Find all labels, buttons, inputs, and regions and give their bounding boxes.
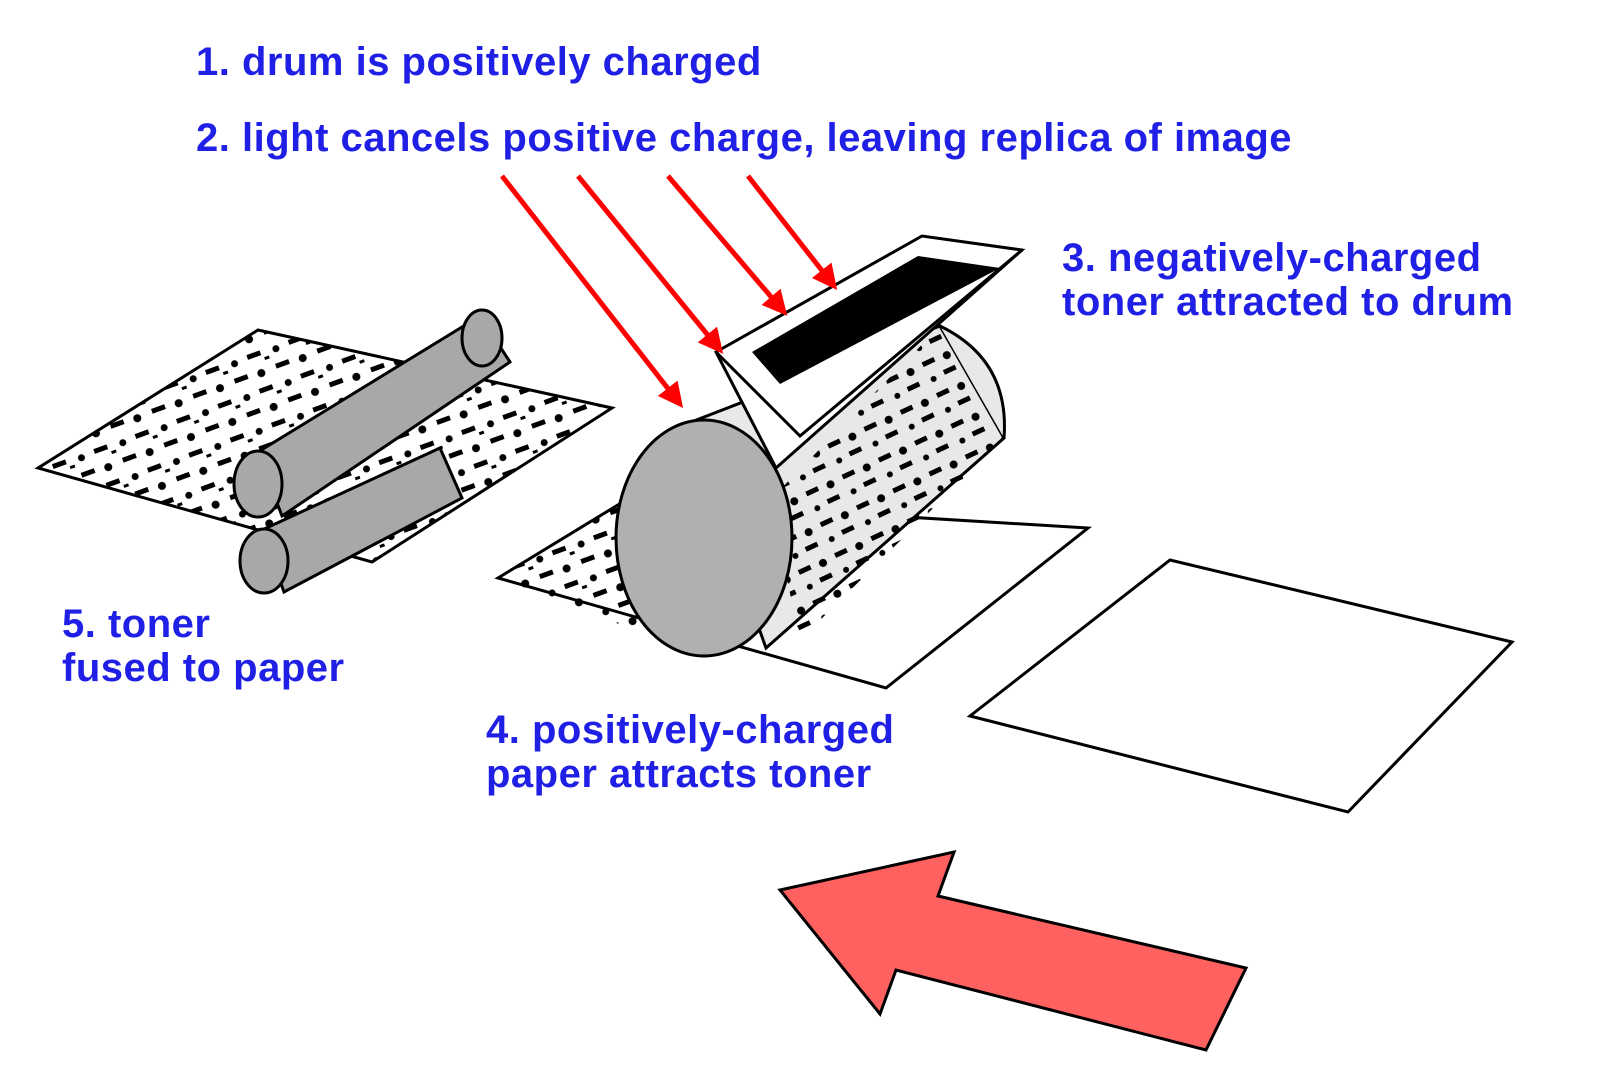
step-4-line-1: 4. positively-charged	[486, 708, 895, 752]
red-arrow-icon	[746, 174, 838, 290]
fuser-rollers-icon	[232, 308, 513, 595]
step-1-line-1: 1. drum is positively charged	[196, 40, 762, 84]
step-3-line-1: 3. negatively-charged	[1062, 236, 1482, 280]
step-3-line-2: toner attracted to drum	[1062, 280, 1514, 324]
step-5-label: 5. toner fused to paper	[62, 602, 345, 690]
red-arrow-icon	[576, 174, 724, 354]
step-2-line-1: 2. light cancels positive charge, leavin…	[196, 116, 1293, 160]
red-arrow-icon	[500, 174, 684, 408]
step-1-label: 1. drum is positively charged	[196, 40, 762, 84]
step-3-label: 3. negatively-charged toner attracted to…	[1062, 236, 1514, 324]
toner-fill	[752, 256, 1000, 384]
upper-fuser-roller	[232, 308, 513, 519]
step-5-line-1: 5. toner	[62, 602, 211, 646]
step-5-line-2: fused to paper	[62, 646, 345, 690]
step-2-label: 2. light cancels positive charge, leavin…	[196, 116, 1292, 160]
light-rays	[500, 174, 838, 408]
step-4-label: 4. positively-charged paper attracts ton…	[486, 708, 894, 796]
step-4-line-2: paper attracts toner	[486, 752, 872, 796]
lower-fuser-roller	[238, 445, 464, 595]
toner-hopper-icon	[714, 234, 1026, 471]
big-left-arrow-icon	[777, 849, 1249, 1052]
paper-sheet-icon	[966, 558, 1515, 814]
red-arrow-icon	[666, 174, 788, 316]
